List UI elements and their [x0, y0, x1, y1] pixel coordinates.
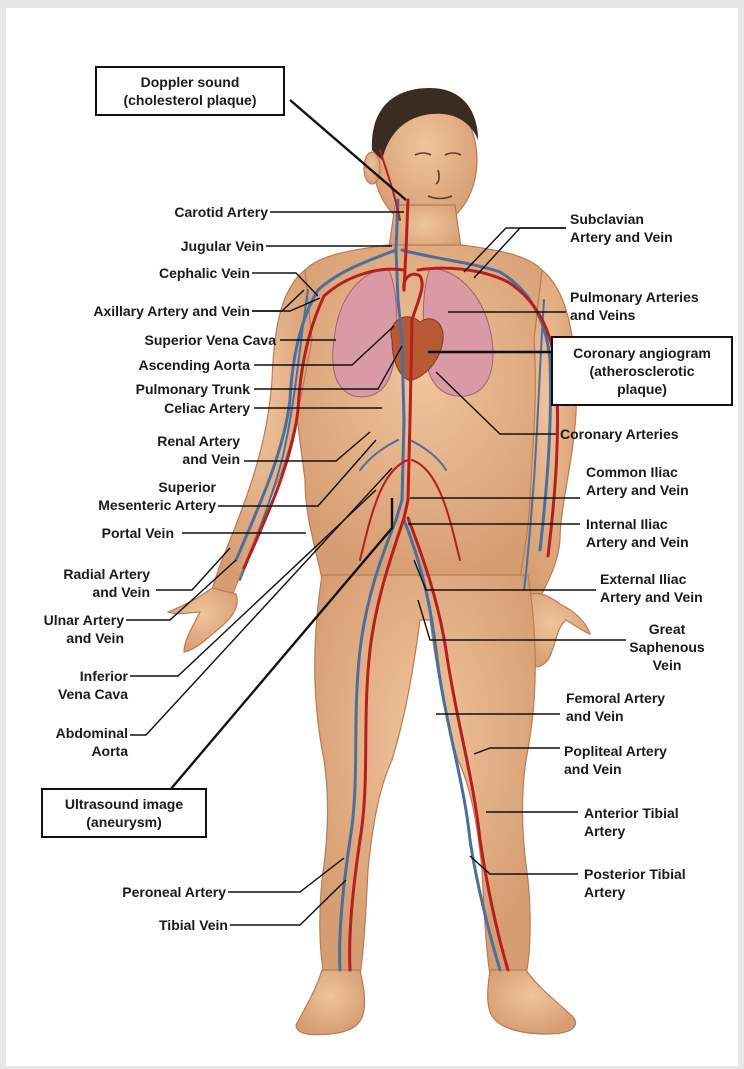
label-popliteal: Popliteal Artery and Vein: [564, 742, 667, 778]
label-abdominal-aorta: Abdominal Aorta: [56, 724, 128, 760]
label-common-iliac: Common Iliac Artery and Vein: [586, 463, 689, 499]
label-anterior-tibial: Anterior Tibial Artery: [584, 804, 679, 840]
label-portal-vein: Portal Vein: [102, 524, 174, 542]
label-tibial-vein: Tibial Vein: [159, 916, 228, 934]
label-pulmonary-trunk: Pulmonary Trunk: [136, 380, 250, 398]
label-superior-mesenteric: Superior Mesenteric Artery: [98, 478, 216, 514]
coronary-angiogram-callout: Coronary angiogram (atherosclerotic plaq…: [551, 336, 733, 406]
label-celiac-artery: Celiac Artery: [164, 399, 250, 417]
label-jugular-vein: Jugular Vein: [181, 237, 264, 255]
doppler-callout: Doppler sound (cholesterol plaque): [95, 66, 285, 116]
label-coronary-arteries: Coronary Arteries: [560, 425, 679, 443]
label-axillary: Axillary Artery and Vein: [93, 302, 250, 320]
label-renal: Renal Artery and Vein: [157, 432, 240, 468]
label-inferior-vena-cava: Inferior Vena Cava: [58, 667, 128, 703]
label-peroneal-artery: Peroneal Artery: [122, 883, 226, 901]
label-superior-vena-cava: Superior Vena Cava: [144, 331, 276, 349]
label-pulmonary: Pulmonary Arteries and Veins: [570, 288, 699, 324]
label-radial: Radial Artery and Vein: [63, 565, 150, 601]
label-posterior-tibial: Posterior Tibial Artery: [584, 865, 686, 901]
label-cephalic-vein: Cephalic Vein: [159, 264, 250, 282]
label-external-iliac: External Iliac Artery and Vein: [600, 570, 703, 606]
label-ulnar: Ulnar Artery and Vein: [44, 611, 124, 647]
ultrasound-callout: Ultrasound image (aneurysm): [41, 788, 207, 838]
label-great-saphenous: Great Saphenous Vein: [612, 620, 722, 674]
label-internal-iliac: Internal Iliac Artery and Vein: [586, 515, 689, 551]
label-femoral: Femoral Artery and Vein: [566, 689, 665, 725]
label-carotid-artery: Carotid Artery: [174, 203, 268, 221]
label-ascending-aorta: Ascending Aorta: [139, 356, 251, 374]
label-subclavian: Subclavian Artery and Vein: [570, 210, 673, 246]
